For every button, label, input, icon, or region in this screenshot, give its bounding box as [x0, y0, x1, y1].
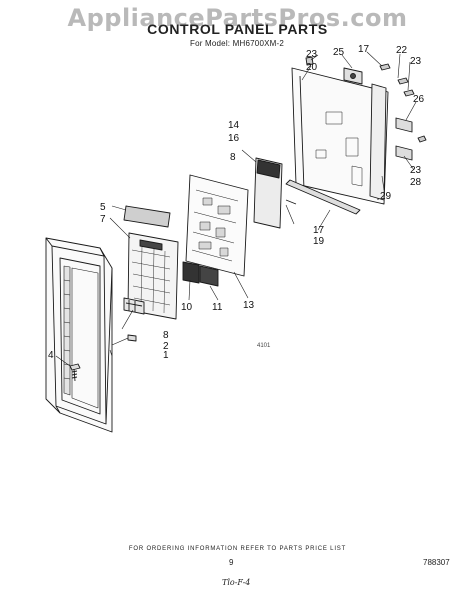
callout-20: 20: [306, 62, 318, 73]
connector-blocks: [182, 261, 219, 287]
signature-mark: Tlo-F-4: [222, 578, 251, 587]
callout-2: 2: [163, 341, 169, 352]
callout-26: 26: [413, 94, 425, 105]
callout-19: 19: [313, 236, 325, 247]
bottom-trim-bar: [285, 179, 361, 215]
callout-17-upper: 17: [358, 44, 370, 55]
drawing-reference-mark: 4101: [257, 343, 271, 349]
watermark: AppliancePartsPros.com: [67, 4, 408, 32]
callout-4: 4: [48, 350, 54, 361]
page-number: 9: [229, 558, 234, 567]
callout-29: 29: [380, 191, 392, 202]
callout-11: 11: [212, 302, 223, 313]
callout-8-top: 8: [230, 152, 236, 163]
callout-23-mid: 23: [410, 56, 422, 67]
ordering-note: FOR ORDERING INFORMATION REFER TO PARTS …: [128, 546, 347, 552]
callout-1: 1: [163, 350, 169, 361]
callout-16: 16: [228, 133, 240, 144]
screw-4: [69, 363, 81, 382]
page-title: CONTROL PANEL PARTS: [147, 21, 328, 37]
document-number: 788307: [423, 558, 450, 567]
circuit-board: [185, 174, 249, 277]
callout-22: 22: [396, 45, 408, 56]
leader-lines: [55, 51, 417, 367]
model-line: For Model: MH6700XM-2: [190, 39, 285, 48]
callout-7: 7: [100, 214, 106, 225]
control-panel-front: [45, 237, 113, 433]
callout-10: 10: [181, 302, 193, 313]
membrane-board: [127, 232, 179, 320]
callout-8: 8: [163, 330, 169, 341]
callout-28: 28: [410, 177, 422, 188]
callout-25: 25: [333, 47, 345, 58]
display-window-plate: [123, 205, 171, 228]
callout-14: 14: [228, 120, 240, 131]
callout-23-low: 23: [410, 165, 422, 176]
callout-13: 13: [243, 300, 255, 311]
relay-bracket: [253, 157, 297, 229]
callout-17-lower: 17: [313, 225, 325, 236]
side-rail: [369, 83, 387, 201]
latch-parts: [305, 56, 427, 161]
callout-5: 5: [100, 202, 106, 213]
callout-23-top: 23: [306, 49, 318, 60]
switch-block: [123, 297, 145, 342]
